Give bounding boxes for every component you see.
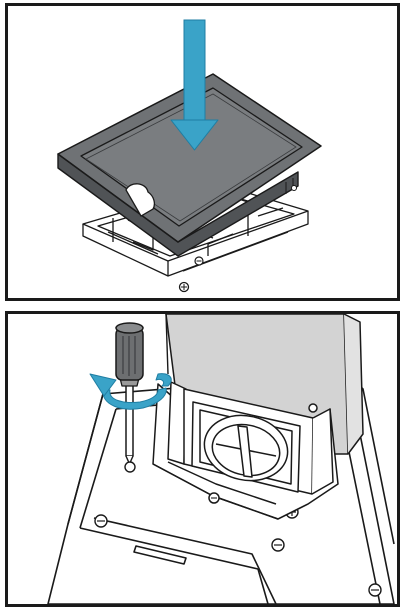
cover-lid [57, 73, 322, 257]
step-1-panel [5, 3, 400, 301]
socket-housing [152, 381, 339, 520]
screw-tightening-illustration [47, 314, 395, 604]
down-arrow-icon [170, 19, 219, 151]
target-screw [124, 461, 136, 473]
rotate-clockwise-icon [89, 373, 172, 410]
screwdriver-icon [115, 322, 144, 465]
step-2-panel [5, 311, 400, 607]
lid-insertion-illustration [57, 19, 322, 293]
